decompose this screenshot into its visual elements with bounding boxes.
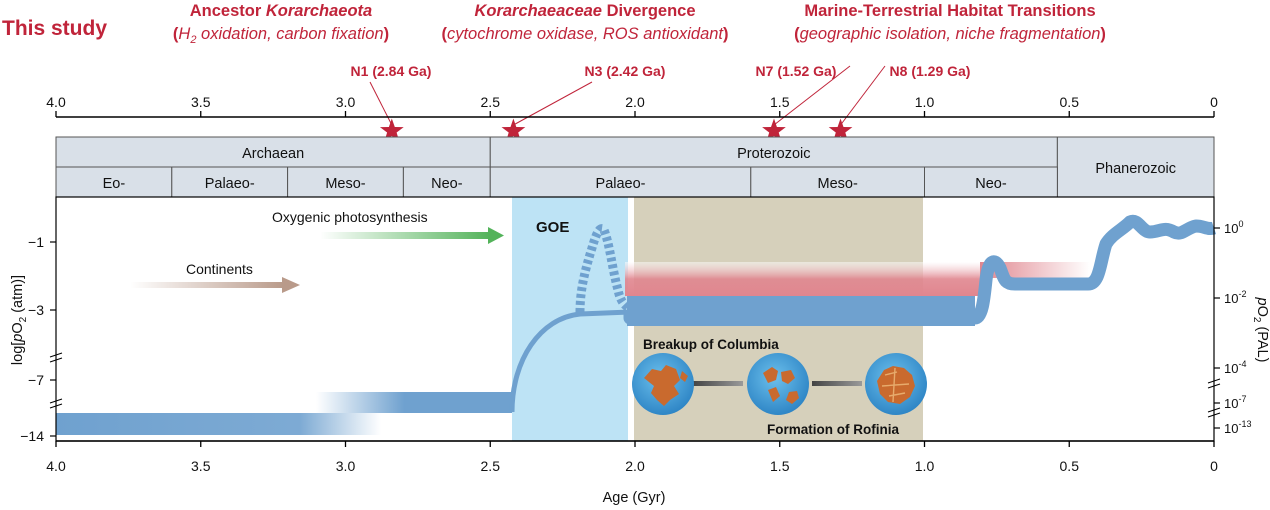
- era-box: [171, 166, 289, 198]
- top-tick-label: 3.5: [191, 94, 211, 110]
- this-study-label: This study: [2, 17, 107, 40]
- top-tick-label: 1.0: [915, 94, 935, 110]
- right-tick-label: 100: [1224, 219, 1243, 236]
- right-tick-label: 10-7: [1224, 394, 1246, 411]
- globe-link-left: [693, 381, 743, 386]
- divergence-nodes: N1 (2.84 Ga) N3 (2.42 Ga) N7 (1.52 Ga) N8 (…: [351, 63, 971, 142]
- right-axis-title: pO2 (PAL): [1251, 297, 1270, 363]
- top-tick-label: 0.5: [1060, 94, 1080, 110]
- formation-label: Formation of Rofinia: [767, 422, 899, 437]
- left-tick-label: −7: [28, 372, 44, 388]
- top-tick-label: 2.0: [625, 94, 645, 110]
- high-oxygen-band: [625, 262, 980, 296]
- eon-label: Phanerozoic: [1095, 161, 1176, 177]
- globe-link-right: [812, 381, 862, 386]
- x-axis-title: Age (Gyr): [603, 490, 666, 506]
- era-label: Neo-: [431, 176, 463, 192]
- bottom-tick-label: 4.0: [46, 458, 66, 474]
- goe-label: GOE: [536, 219, 569, 236]
- node-star-icon: [501, 118, 526, 142]
- event-title-divergence: Korarchaeaceae Divergence: [474, 2, 695, 20]
- node-label: N8 (1.29 Ga): [890, 63, 971, 79]
- event-title-habitat: Marine-Terrestrial Habitat Transitions: [804, 2, 1095, 20]
- era-label: Palaeo-: [596, 176, 646, 192]
- era-label: Eo-: [103, 176, 126, 192]
- bottom-tick-label: 0.5: [1060, 458, 1080, 474]
- breakup-label: Breakup of Columbia: [643, 337, 779, 352]
- right-axis: 100 10-2 10-4 10-7 10-13: [1214, 219, 1251, 436]
- oxygen-curve: [56, 214, 1217, 435]
- eon-label: Archaean: [242, 146, 304, 162]
- bottom-tick-label: 2.5: [481, 458, 501, 474]
- bottom-tick-label: 0: [1210, 458, 1218, 474]
- node-leader-line: [840, 65, 886, 126]
- bottom-tick-label: 3.0: [336, 458, 356, 474]
- event-title-ancestor: Ancestor Korarchaeota: [190, 2, 372, 20]
- goe-rise-curve: [509, 309, 631, 413]
- low-oxygen-band-archaean: [56, 413, 381, 435]
- left-tick-label: −14: [20, 428, 44, 444]
- right-tick-label: 10-2: [1224, 289, 1246, 306]
- era-box: [287, 166, 404, 198]
- node-star-icon: [762, 118, 786, 142]
- era-box: [924, 166, 1058, 198]
- bottom-tick-label: 1.0: [915, 458, 935, 474]
- top-axis: 4.0 3.5 3.0 2.5 2.0 1.5 1.0 0.5 0: [46, 94, 1218, 117]
- left-axis-title: log[pO2 (atm)]: [10, 275, 29, 365]
- era-label: Palaeo-: [205, 176, 255, 192]
- bottom-tick-label: 2.0: [625, 458, 645, 474]
- supercontinent-globes: [632, 353, 927, 415]
- era-label: Meso-: [325, 176, 365, 192]
- eon-label: Proterozoic: [737, 146, 810, 162]
- continents-arrow: [130, 277, 300, 293]
- top-tick-label: 3.0: [336, 94, 356, 110]
- proterozoic-oxygen-block: [627, 296, 975, 326]
- left-tick-label: −1: [28, 234, 44, 250]
- era-label: Meso-: [818, 176, 858, 192]
- era-box: [402, 166, 491, 198]
- top-tick-label: 2.5: [481, 94, 501, 110]
- node-leader-line: [773, 65, 851, 126]
- bottom-tick-label: 3.5: [191, 458, 211, 474]
- proterozoic-oxygen-curve: [623, 214, 1217, 325]
- goe-interval: [512, 197, 628, 441]
- axis-break-marks: [49, 352, 1221, 418]
- top-tick-label: 0: [1210, 94, 1218, 110]
- node-label: N7 (1.52 Ga): [756, 63, 837, 79]
- node-star-icon: [828, 118, 853, 142]
- top-tick-label: 1.5: [770, 94, 790, 110]
- node-star-icon: [379, 118, 404, 142]
- node-leader-line: [513, 81, 593, 126]
- event-subtitle-habitat: (geographic isolation, niche fragmentati…: [794, 25, 1106, 43]
- oxygenic-arrow: [320, 227, 504, 244]
- event-subtitle-divergence: (cytochrome oxidase, ROS antioxidant): [441, 25, 728, 43]
- eon-box: [1056, 136, 1215, 198]
- oxygenic-label: Oxygenic photosynthesis: [272, 209, 428, 225]
- bottom-tick-label: 1.5: [770, 458, 790, 474]
- node-leader-line: [369, 81, 393, 126]
- low-oxygen-band-neoarchaean: [316, 392, 512, 413]
- right-tick-label: 10-13: [1224, 419, 1251, 436]
- node-label: N3 (2.42 Ga): [585, 63, 666, 79]
- top-tick-label: 4.0: [46, 94, 66, 110]
- left-tick-label: −3: [28, 302, 44, 318]
- right-tick-label: 10-4: [1224, 359, 1246, 376]
- continents-label: Continents: [186, 261, 253, 277]
- globe-rodinia: [865, 353, 927, 415]
- event-subtitle-ancestor: (H2 oxidation, carbon fixation): [173, 25, 389, 46]
- globe-columbia: [632, 353, 694, 415]
- era-label: Neo-: [975, 176, 1007, 192]
- node-label: N1 (2.84 Ga): [351, 63, 432, 79]
- left-axis: −1 −3 −7 −14: [20, 234, 56, 444]
- globe-transition: [747, 353, 809, 415]
- bottom-axis: 4.0 3.5 3.0 2.5 2.0 1.5 1.0 0.5 0: [46, 441, 1218, 474]
